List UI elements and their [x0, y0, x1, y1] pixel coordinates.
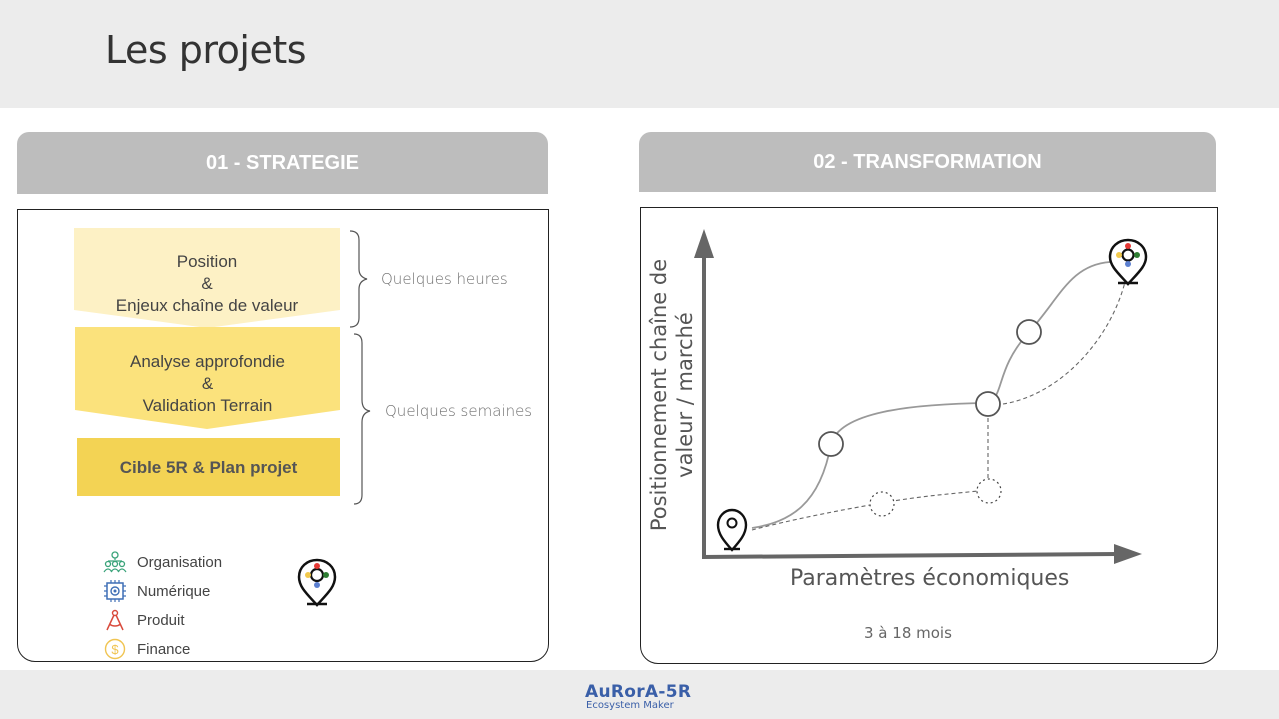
coin-icon: $	[104, 638, 126, 660]
page-title: Les projets	[105, 28, 307, 72]
dashed-node-2	[976, 478, 1002, 504]
duration-label: 3 à 18 mois	[864, 624, 952, 642]
legend-organisation: Organisation	[103, 551, 222, 573]
compass-icon	[106, 609, 124, 631]
end-5r-marker-icon	[1108, 238, 1148, 286]
x-axis	[701, 552, 1119, 559]
brace-weeks	[353, 333, 371, 505]
x-axis-arrow	[1114, 544, 1142, 564]
brace-hours	[349, 230, 368, 328]
y-axis-arrow	[694, 229, 714, 258]
brace-label-weeks: Quelques semaines	[385, 402, 533, 420]
dashed-node-1	[869, 491, 895, 517]
step-2-shape	[75, 327, 340, 429]
solid-node-3	[1016, 319, 1042, 345]
org-chart-icon	[103, 551, 127, 573]
svg-text:$: $	[111, 642, 119, 657]
legend-label-finance: Finance	[137, 640, 191, 658]
step-1-shape	[74, 228, 340, 328]
legend-label-organisation: Organisation	[137, 553, 223, 571]
header-bar: Les projets	[0, 0, 1279, 108]
legend-numerique: Numérique	[103, 580, 210, 602]
solid-path	[751, 261, 1111, 529]
step-3-text: Cible 5R & Plan projet	[119, 458, 298, 477]
solid-node-2	[975, 391, 1001, 417]
legend-label-numerique: Numérique	[137, 582, 211, 600]
x-axis-label: Paramètres économiques	[790, 566, 1070, 591]
legend-produit: Produit	[103, 609, 185, 631]
legend-label-produit: Produit	[137, 611, 185, 629]
step-1-text: Position & Enjeux chaîne de valeur	[115, 252, 299, 315]
start-marker-icon	[716, 508, 748, 552]
step-3-shape	[77, 438, 340, 496]
tab-strategy[interactable]: 01 - STRATEGIE	[17, 132, 548, 194]
step-2-text: Analyse approfondie & Validation Terrain	[129, 352, 285, 415]
5r-marker-icon	[297, 558, 337, 607]
chip-icon	[104, 580, 126, 602]
legend-finance: $ Finance	[103, 638, 190, 660]
footer-logo: AuRorA-5R	[585, 682, 692, 702]
dashed-path	[751, 281, 1126, 531]
brace-label-hours: Quelques heures	[381, 270, 508, 288]
footer-bar	[0, 670, 1279, 719]
tab-transformation[interactable]: 02 - TRANSFORMATION	[639, 132, 1216, 192]
footer-tagline: Ecosystem Maker	[586, 700, 674, 711]
solid-node-1	[818, 431, 844, 457]
y-axis-label: Positionnement chaîne de valeur / marché	[647, 258, 697, 532]
